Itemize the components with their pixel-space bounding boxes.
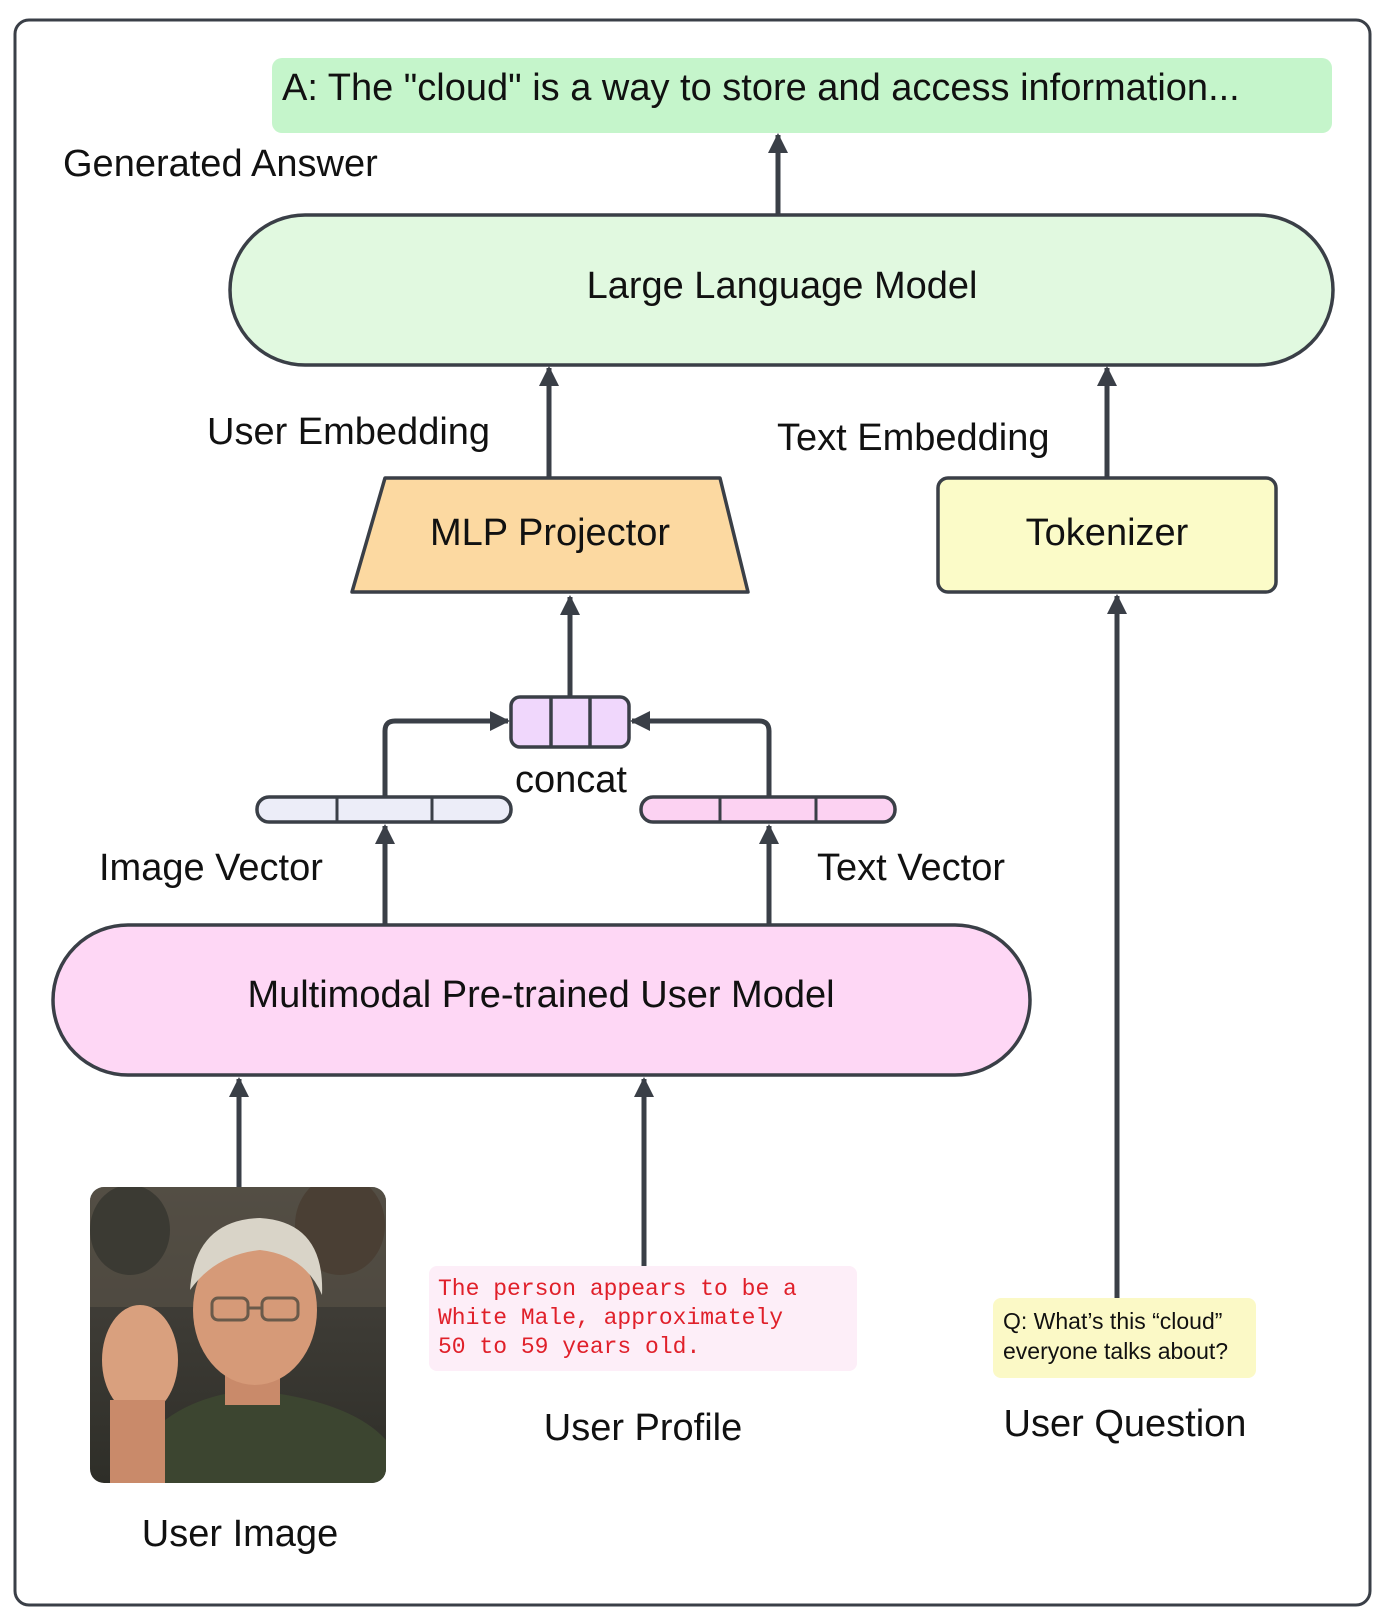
- user-question-box: [993, 1298, 1256, 1378]
- arrow-image-vector-to-concat: [382, 711, 510, 797]
- user-profile-box: [429, 1266, 857, 1371]
- user-photo-icon: [90, 1187, 386, 1483]
- user-model-node[interactable]: [51, 923, 1032, 1077]
- text-vector-label: Text Vector: [817, 847, 1005, 889]
- generated-answer-label: Generated Answer: [63, 143, 378, 185]
- tokenizer-label: Tokenizer: [1026, 512, 1189, 554]
- user-question-line-2: everyone talks about?: [1003, 1338, 1228, 1364]
- concat-vector: [509, 695, 631, 749]
- user-question-label: User Question: [1004, 1403, 1247, 1445]
- text-vector: [639, 795, 897, 824]
- arrow-text-vector-to-concat: [630, 711, 772, 797]
- user-profile-line-3: 50 to 59 years old.: [438, 1334, 700, 1360]
- image-vector-label: Image Vector: [99, 847, 323, 889]
- image-vector: [255, 795, 513, 824]
- user-image-label: User Image: [142, 1513, 338, 1555]
- user-profile-line-2: White Male, approximately: [438, 1305, 783, 1331]
- user-question-line-1: Q: What’s this “cloud”: [1003, 1308, 1222, 1334]
- llm-node[interactable]: [228, 213, 1335, 367]
- user-profile-label: User Profile: [544, 1407, 743, 1449]
- text-embedding-label: Text Embedding: [777, 417, 1050, 459]
- concat-label: concat: [515, 759, 627, 801]
- answer-background: [272, 58, 1332, 133]
- mlp-projector-label: MLP Projector: [430, 512, 670, 554]
- tokenizer-node[interactable]: [936, 476, 1278, 594]
- mlp-projector-node[interactable]: [350, 476, 750, 594]
- user-profile-line-1: The person appears to be a: [438, 1276, 797, 1302]
- user-embedding-label: User Embedding: [207, 411, 490, 453]
- llm-label: Large Language Model: [587, 265, 978, 307]
- user-model-label: Multimodal Pre-trained User Model: [247, 974, 834, 1016]
- generated-answer-text: A: The "cloud" is a way to store and acc…: [282, 67, 1240, 109]
